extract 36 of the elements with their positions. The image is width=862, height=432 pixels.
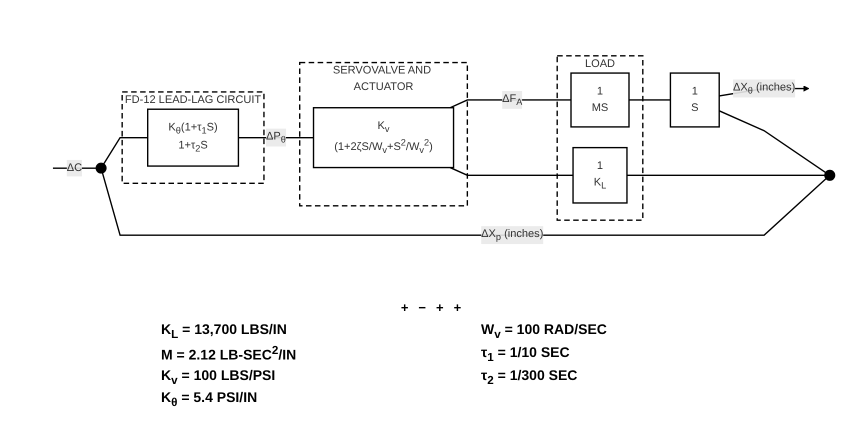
- node-box: [572, 146, 628, 204]
- cluster: [299, 62, 468, 206]
- parameter-text: W$_{v}$ = 100 RAD/SEC: [481, 321, 608, 341]
- parameter-text: K$_{v}$ = 100 LBS/PSI: [161, 366, 276, 386]
- node-box: [312, 107, 454, 168]
- parameter-text: τ$_{2}$ = 1/300 SEC: [481, 366, 578, 386]
- node-circle: [96, 162, 107, 174]
- connector: [52, 167, 96, 169]
- connector: [103, 136, 148, 164]
- edge-label: ΔX$_{p}$ (inches): [481, 228, 544, 242]
- connector: [629, 99, 670, 101]
- sign-label: +: [400, 300, 408, 315]
- connector: [626, 174, 825, 176]
- connector: [450, 99, 571, 108]
- block-diagram: LOAD SERVOVALVE AND ACTUATOR FD-12 LEAD-LAG CIRCUIT ΔC ΔP$_{θ}$ ΔF$_{A}$ ΔX$_{θ}$ (inches) ΔX$_{p}$ (inches) K$_{θ}$(1+τ$_{1}$S) 1+τ$_{2}$S K$_{v}$ (1+2ζS/W$_{v}$+S$^{2}$/W$_{v}$$^{2}$) 1 MS 1 K$_{L}$ 1 S: [6, 0, 856, 300]
- parameter-text: M = 2.12 LB-SEC$^{2}$/IN: [161, 344, 298, 364]
- sign-label: −: [418, 300, 426, 315]
- parameter-text: K$_{L}$ = 13,700 LBS/IN: [161, 321, 288, 341]
- node-box: [570, 72, 630, 128]
- node-circle: [824, 170, 836, 181]
- parameter-text: K$_{θ}$ = 5.4 PSI/IN: [161, 389, 258, 410]
- node-box: [670, 72, 720, 128]
- edge-label: ΔP$_{θ}$: [266, 130, 286, 145]
- edge-label: ΔX$_{θ}$ (inches): [733, 82, 796, 96]
- connector: [450, 166, 574, 176]
- connector: [238, 136, 314, 138]
- parameter-text: τ$_{1}$ = 1/10 SEC: [481, 344, 571, 364]
- connector: [102, 172, 826, 236]
- connector: [718, 110, 826, 173]
- edge-label: ΔC: [66, 162, 82, 174]
- cluster: [556, 55, 644, 221]
- cluster: [121, 91, 265, 184]
- edge-label: ΔF$_{A}$: [502, 93, 522, 107]
- node-box: [147, 108, 240, 167]
- sign-label: +: [454, 300, 462, 315]
- sign-label: +: [436, 300, 444, 315]
